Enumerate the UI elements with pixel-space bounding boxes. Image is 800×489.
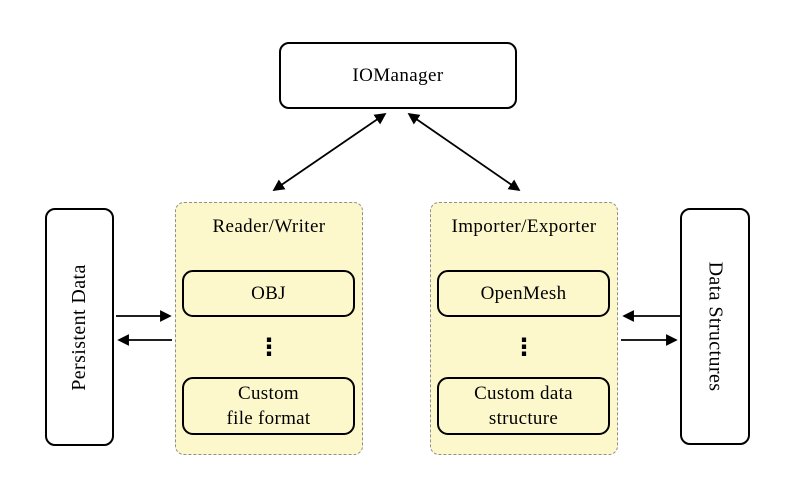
vertical-ellipsis-icon: ⋮ xyxy=(257,333,281,361)
persistent-data-node: Persistent Data xyxy=(45,208,114,446)
obj-label: OBJ xyxy=(251,283,286,304)
custom-file-format-node: Custom file format xyxy=(182,377,355,435)
obj-node: OBJ xyxy=(182,270,355,317)
io-manager-label: IOManager xyxy=(352,64,444,86)
custom-data-structure-line1: Custom data xyxy=(474,383,573,404)
custom-data-structure-line2: structure xyxy=(488,408,559,429)
custom-file-format-line1: Custom xyxy=(238,383,299,404)
custom-data-structure-node: Custom data structure xyxy=(437,377,610,435)
importer-exporter-group: Importer/Exporter OpenMesh ⋮ Custom data… xyxy=(430,202,618,455)
importer-exporter-title: Importer/Exporter xyxy=(451,216,597,237)
reader-writer-group: Reader/Writer OBJ ⋮ Custom file format xyxy=(175,202,363,455)
persistent-data-label: Persistent Data xyxy=(68,263,90,391)
data-structures-label: Data Structures xyxy=(704,261,727,392)
custom-file-format-line2: file format xyxy=(226,408,311,429)
arrow-iomanager-readerwriter xyxy=(272,113,387,191)
arrow-iomanager-importerexporter xyxy=(407,113,521,191)
reader-writer-title: Reader/Writer xyxy=(212,216,326,237)
openmesh-label: OpenMesh xyxy=(480,283,567,304)
io-manager-node: IOManager xyxy=(279,42,517,109)
data-structures-node: Data Structures xyxy=(680,208,750,445)
vertical-ellipsis-icon: ⋮ xyxy=(512,333,536,361)
openmesh-node: OpenMesh xyxy=(437,270,610,317)
